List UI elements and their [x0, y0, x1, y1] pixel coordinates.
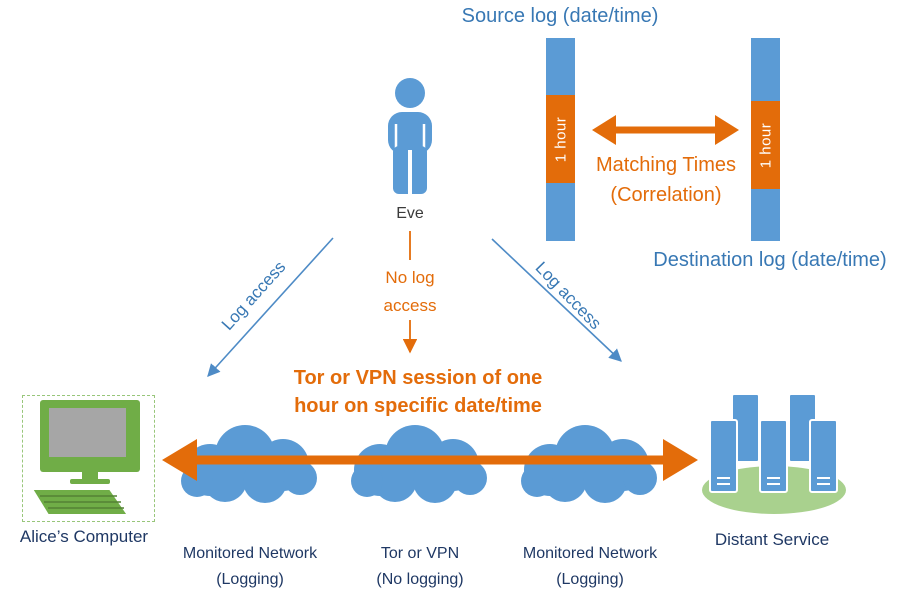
destination-log-hour-segment: 1 hour — [751, 101, 780, 189]
destination-hour-label: 1 hour — [757, 122, 775, 168]
person-leg-gap — [408, 150, 412, 194]
log-access-right-label: Log access — [531, 258, 606, 334]
matching-times-line1: Matching Times — [595, 154, 737, 176]
destination-log-label: Destination log (date/time) — [653, 249, 887, 271]
cloud-icon — [181, 425, 317, 503]
source-log-hour-segment: 1 hour — [546, 95, 575, 183]
session-note-line1: Tor or VPN session of one — [293, 367, 543, 389]
person-icon — [388, 78, 432, 194]
network-label-3: Monitored Network (Logging) — [505, 541, 675, 593]
no-log-line1: No log — [385, 268, 435, 287]
monitor-stand — [82, 472, 98, 479]
log-access-arrow-right — [491, 238, 622, 362]
correlation-arrow — [592, 115, 739, 145]
computer-selection-frame — [22, 395, 155, 522]
log-access-arrow-left — [207, 237, 334, 377]
source-log-label: Source log (date/time) — [461, 5, 659, 27]
network-1-line2: (Logging) — [216, 571, 284, 588]
network-label-1: Monitored Network (Logging) — [165, 541, 335, 593]
eve-label: Eve — [396, 205, 424, 222]
source-log-bar: 1 hour — [546, 38, 575, 241]
network-2-line1: Tor or VPN — [380, 545, 460, 562]
source-hour-label: 1 hour — [552, 116, 570, 162]
log-access-left-label: Log access — [217, 257, 290, 334]
network-2-line2: (No logging) — [376, 571, 464, 588]
monitor-screen — [49, 408, 126, 457]
person-torso — [388, 112, 432, 154]
distant-service-label: Distant Service — [714, 530, 830, 549]
network-3-line1: Monitored Network — [522, 545, 658, 562]
person-head — [395, 78, 425, 108]
servers-icon — [702, 393, 846, 514]
server-towers — [709, 393, 838, 493]
session-note: Tor or VPN session of one hour on specif… — [268, 364, 568, 420]
cloud-icon — [521, 425, 657, 503]
alice-computer-label: Alice’s Computer — [19, 527, 149, 546]
matching-times-caption: Matching Times (Correlation) — [582, 150, 750, 210]
destination-log-bar: 1 hour — [751, 38, 780, 241]
monitor-base — [70, 479, 110, 484]
computer-icon — [30, 400, 140, 516]
matching-times-line2: (Correlation) — [610, 184, 722, 206]
cloud-icon — [351, 425, 487, 503]
network-1-line1: Monitored Network — [182, 545, 318, 562]
network-3-line2: (Logging) — [556, 571, 624, 588]
network-label-2: Tor or VPN (No logging) — [338, 541, 502, 593]
no-log-access-caption: No log access — [350, 264, 470, 320]
session-note-line2: hour on specific date/time — [294, 395, 542, 417]
no-log-line2: access — [383, 296, 437, 315]
